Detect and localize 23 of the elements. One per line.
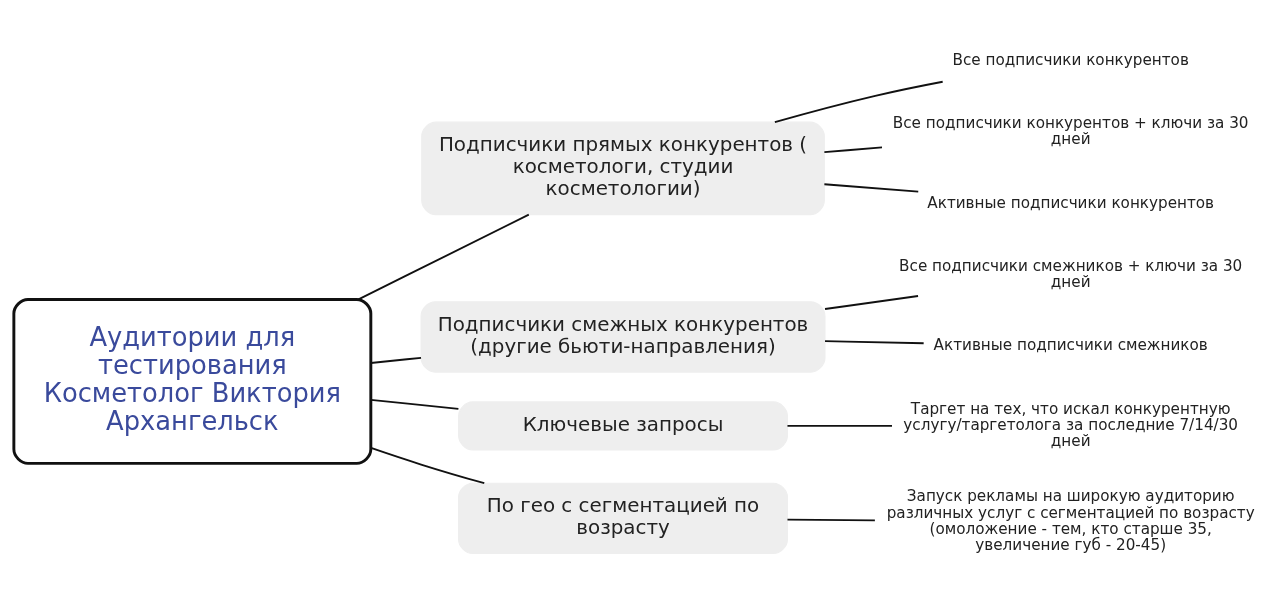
connector xyxy=(370,447,486,485)
node-text: Активные подписчики конкурентов xyxy=(927,193,1215,212)
node-box: Подписчики прямых конкурентов ( косметологи, студии косметологии) xyxy=(421,121,825,216)
connector xyxy=(824,295,919,310)
connector xyxy=(786,518,876,522)
node-text: Все подписчики конкурентов + ключи за 30 дней xyxy=(892,113,1249,149)
node-text: Активные подписчики смежников xyxy=(933,336,1208,355)
connector xyxy=(773,80,944,124)
node-box: Аудитории для тестирования Косметолог Виктория Архангельск xyxy=(12,298,373,465)
connector xyxy=(823,183,920,193)
connector xyxy=(824,340,925,345)
node-text: Все подписчики смежников + ключи за 30 дней xyxy=(899,256,1243,292)
node-box: Ключевые запросы xyxy=(458,401,789,451)
connector xyxy=(369,356,422,364)
connector xyxy=(357,213,530,301)
node-box: Подписчики смежных конкурентов (другие бьюти-направления) xyxy=(420,301,826,373)
connector xyxy=(369,398,460,410)
connector xyxy=(823,146,883,154)
connector xyxy=(786,424,893,427)
node-text: Запуск рекламы на широкую аудиторию различных услуг с сегментацией по возрасту (омоложение - тем, кто старше 35, увеличение губ - 20-45) xyxy=(886,487,1255,555)
node-text: Таргет на тех, что искал конкурентную услугу/таргетолога за последние 7/14/30 дней xyxy=(903,399,1239,451)
node-box: По гео с сегментацией по возрасту xyxy=(458,482,789,555)
node-text: Все подписчики конкурентов xyxy=(952,50,1189,69)
